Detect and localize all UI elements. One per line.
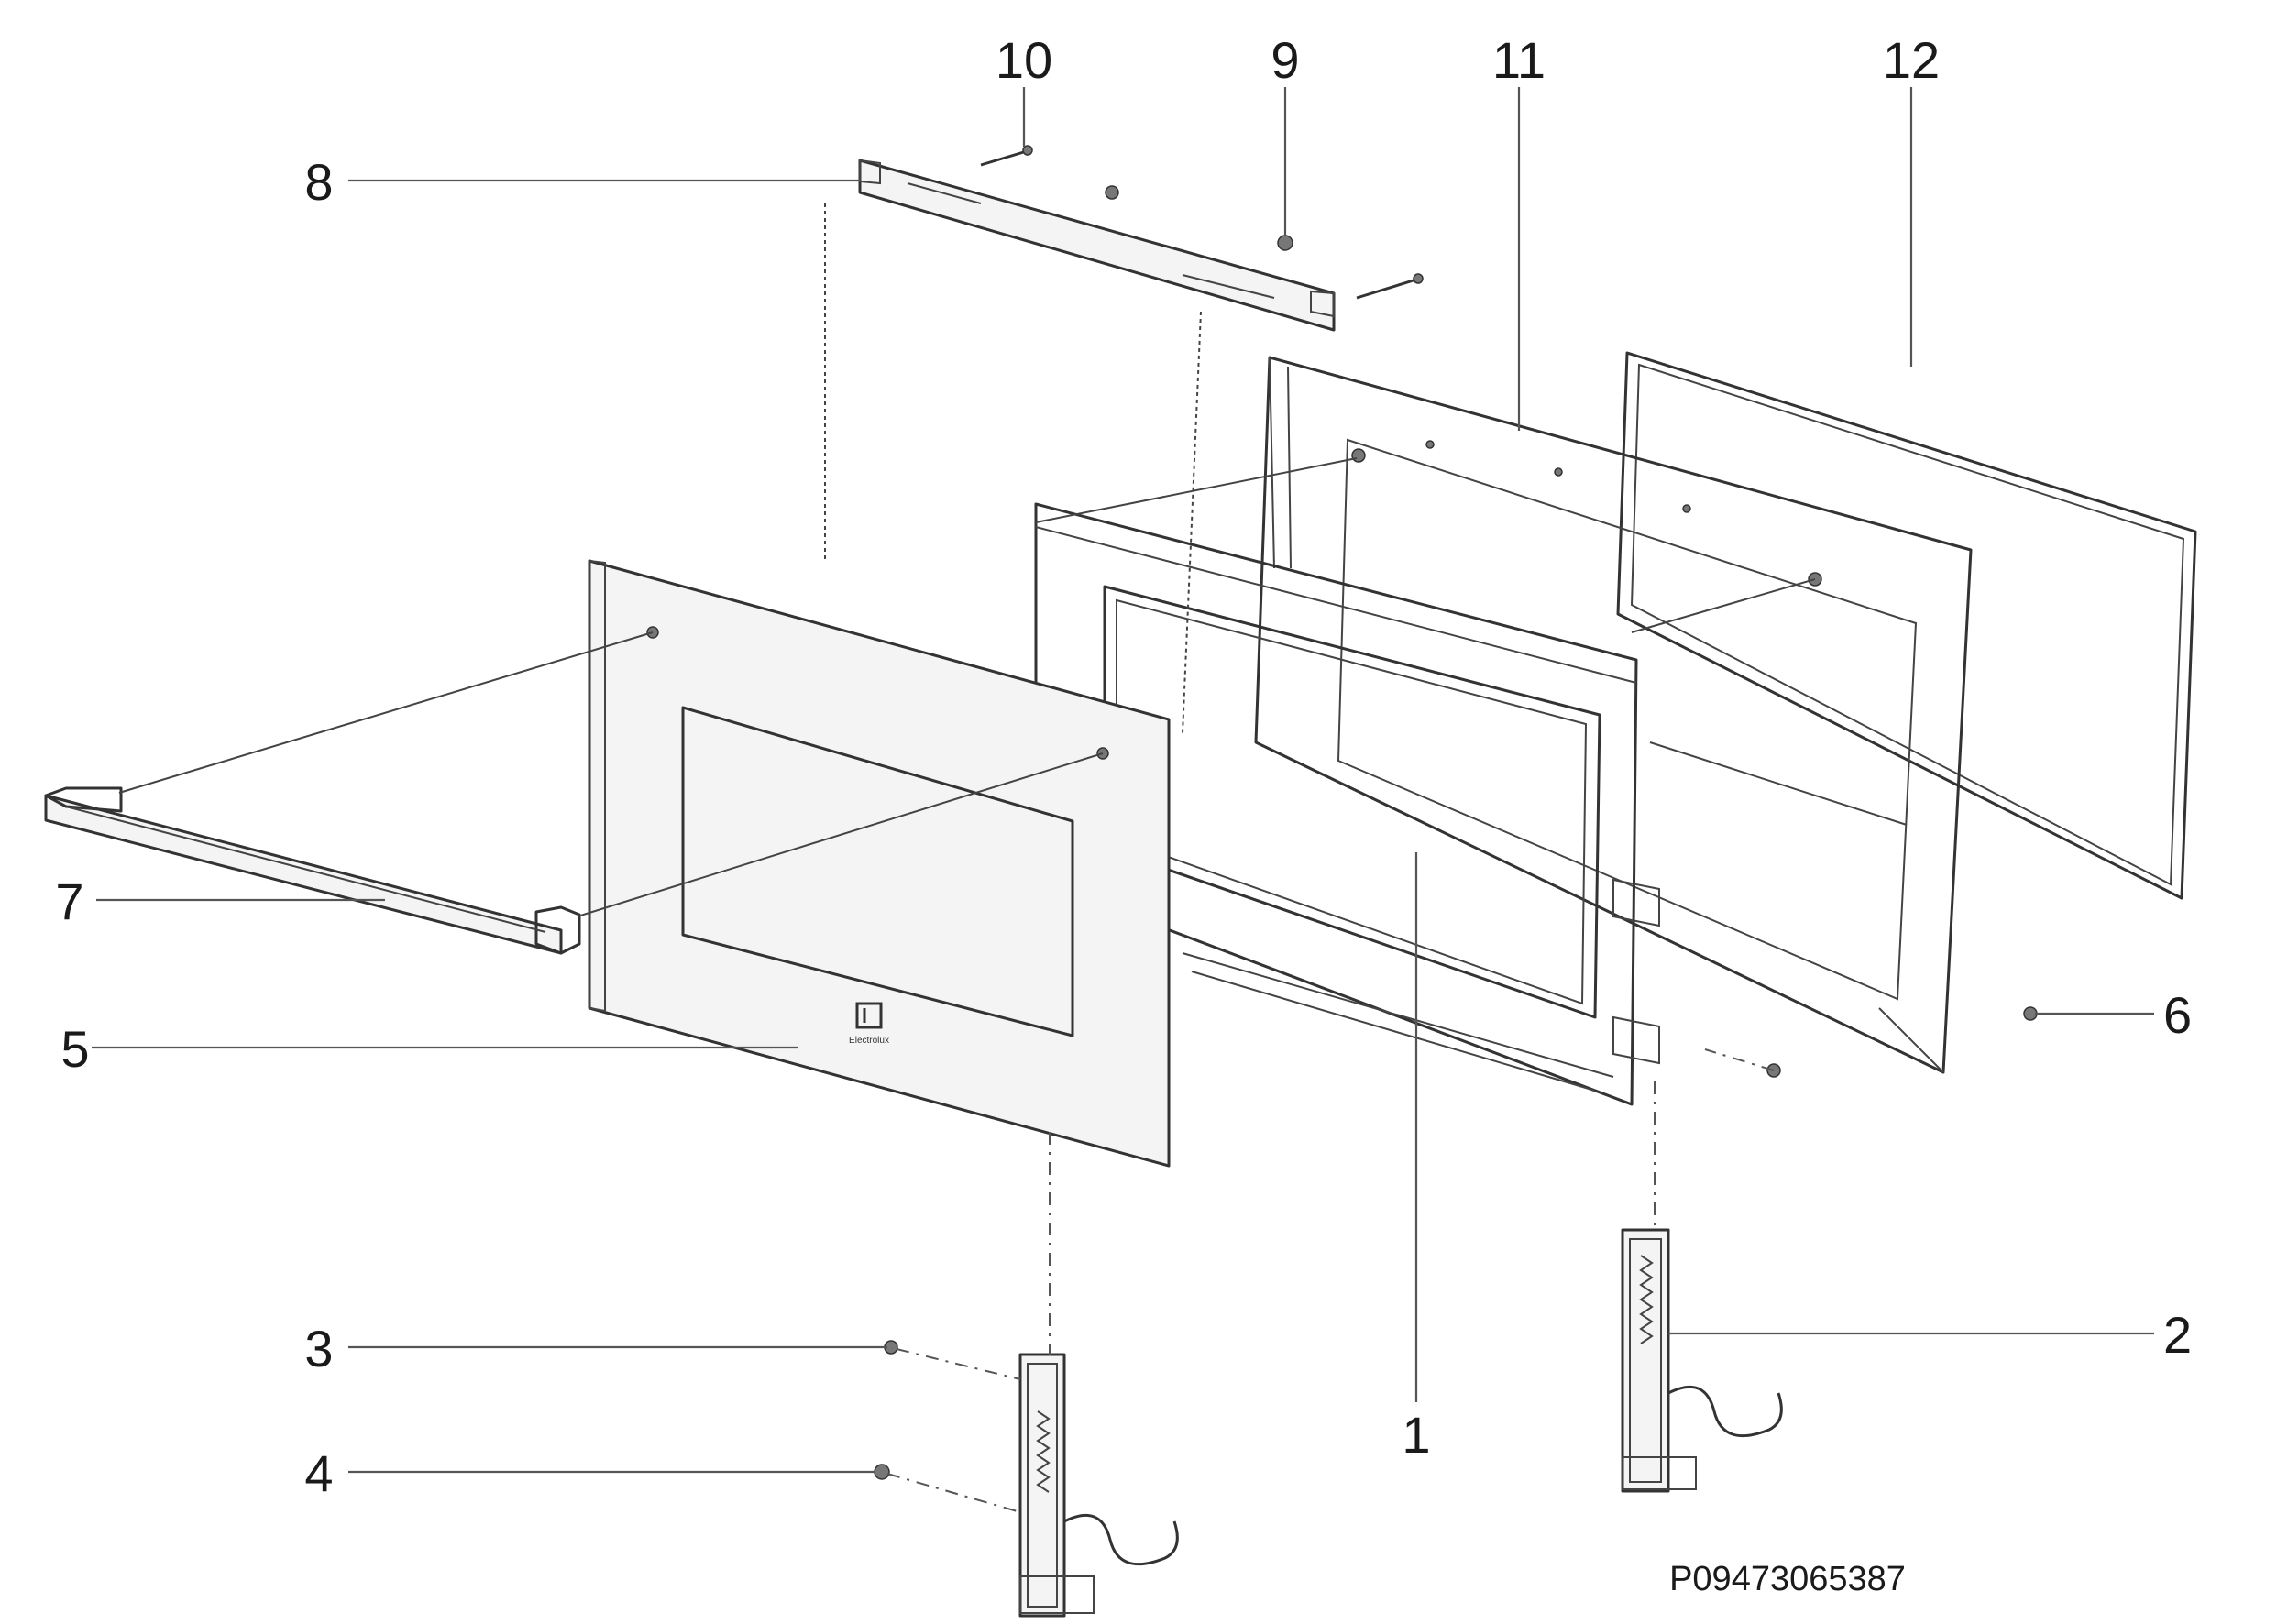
callout-8: 8 — [304, 153, 333, 211]
callout-12: 12 — [1883, 31, 1940, 89]
callout-11: 11 — [1492, 31, 1546, 89]
callout-2: 2 — [2163, 1306, 2192, 1364]
reference-code: P09473065387 — [1669, 1560, 1906, 1598]
part-8-top-bracket — [858, 159, 1336, 332]
part-6-screw — [1766, 1006, 2038, 1078]
leader-lines — [92, 87, 2154, 1474]
callout-7: 7 — [55, 872, 83, 930]
part-10-screw — [980, 145, 1424, 300]
callout-labels: 1 2 3 4 5 6 7 8 9 10 11 12 — [55, 31, 2192, 1502]
assembly-lines — [118, 203, 1816, 1513]
part-2-hinge-right — [1621, 1228, 1783, 1493]
part-12-door-seal — [1616, 351, 2197, 900]
part-11-inner-frame — [1254, 356, 1973, 1074]
part-3-4-hinge-left — [1018, 1353, 1179, 1618]
part-5-outer-glass: Electrolux — [588, 559, 1171, 1168]
callout-6: 6 — [2163, 986, 2192, 1044]
part-4-screw — [874, 1464, 890, 1480]
part-7-handle — [44, 786, 581, 955]
callout-4: 4 — [304, 1444, 333, 1502]
callout-10: 10 — [996, 31, 1052, 89]
brand-logo: Electrolux — [849, 1002, 889, 1046]
callout-3: 3 — [304, 1320, 333, 1377]
callout-5: 5 — [60, 1020, 89, 1078]
callout-9: 9 — [1270, 31, 1299, 89]
callout-1: 1 — [1402, 1406, 1430, 1464]
brand-label: Electrolux — [849, 1036, 889, 1046]
